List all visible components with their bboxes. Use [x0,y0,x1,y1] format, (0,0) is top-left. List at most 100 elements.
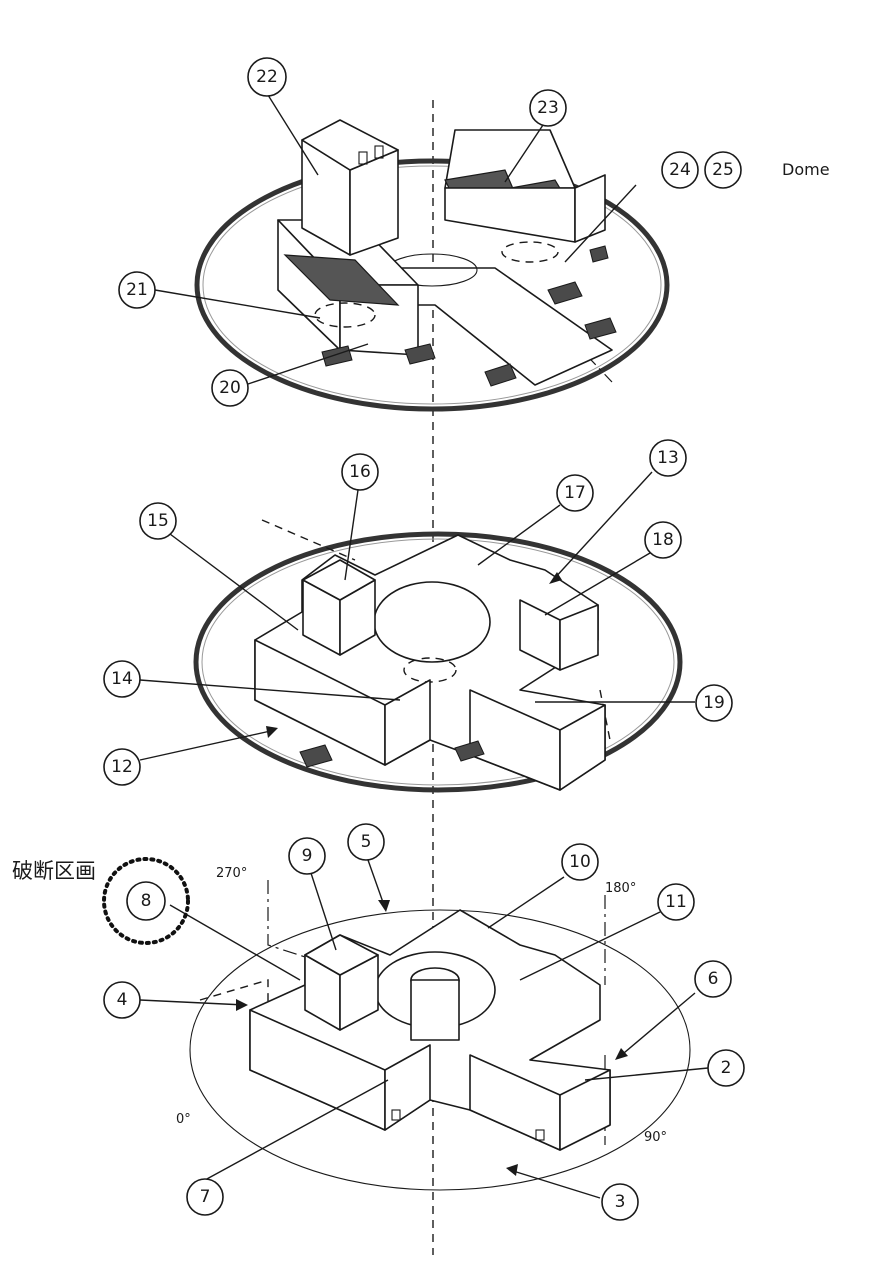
block-23-side [574,174,606,243]
callout-20: 20 [211,369,249,407]
tower-22-window-1 [358,151,368,165]
leader-8 [169,904,301,981]
middle-pad [454,740,485,762]
callout-14: 14 [103,660,141,698]
svg-text:23: 23 [537,98,559,118]
arrowhead-3 [506,1164,518,1176]
block-23-dash-oval [501,241,559,263]
leader-11 [519,911,661,981]
callout-4: 4 [103,981,141,1019]
leader-4 [139,999,246,1006]
dome-level-ring [194,158,670,412]
callout-3: 3 [601,1183,639,1221]
angle-90-label: 90° [644,1130,667,1145]
notch [535,1129,545,1141]
middle-front-mid [384,679,431,766]
leader-9 [309,869,337,951]
dome-pad [589,245,609,263]
callout-21: 21 [118,271,156,309]
callout-25: 25 [704,151,742,189]
svg-text:25: 25 [712,160,734,180]
callout-22: 22 [247,57,287,97]
dome-pad [584,317,617,340]
middle-pad [299,744,333,768]
callout-16: 16 [341,453,379,491]
angle-180-label: 180° [605,881,636,896]
callout-8: 8 [126,881,166,921]
svg-text:13: 13 [657,448,679,468]
arrowhead-5 [378,900,390,912]
leader-23 [504,121,546,183]
svg-text:3: 3 [615,1192,626,1212]
svg-text:9: 9 [302,846,313,866]
svg-text:5: 5 [361,832,372,852]
leader-24 [564,184,637,263]
leader-16 [344,489,359,581]
bottom-center-cylinder-body [410,979,460,1041]
leader-2 [584,1067,709,1081]
svg-text:6: 6 [708,969,719,989]
callout-23: 23 [529,89,567,127]
angle-0-label: 0° [176,1112,191,1127]
callout-17: 17 [556,474,594,512]
callout-24: 24 [661,151,699,189]
dome-label: Dome [782,160,830,179]
broken-section-label: 破断区画 [12,859,96,883]
leader-13 [552,471,653,581]
tower-22-top [301,119,399,171]
leader-20 [247,343,369,385]
block-9-top [304,934,379,976]
leader-7 [204,1079,389,1181]
callout-5: 5 [347,823,385,861]
dome-level-ring-inner [202,165,662,405]
leader-14 [139,679,401,701]
dome-pad [404,343,436,365]
svg-text:18: 18 [652,530,674,550]
svg-text:11: 11 [665,892,687,912]
leader-15 [169,533,299,631]
leader-6 [617,992,696,1059]
svg-text:10: 10 [569,852,591,872]
svg-text:19: 19 [703,693,725,713]
svg-text:24: 24 [669,160,691,180]
leader-3 [509,1169,601,1199]
callout-6: 6 [694,960,732,998]
callout-19: 19 [695,684,733,722]
middle-plan-line [261,519,356,561]
block-16-top [302,559,376,601]
svg-text:8: 8 [141,891,152,911]
dome-pad [484,363,517,387]
svg-text:16: 16 [349,462,371,482]
bottom-front-mid [384,1044,431,1131]
svg-text:14: 14 [111,669,133,689]
middle-plan-line [599,689,611,741]
angle-line-0 [199,979,269,1020]
callout-13: 13 [649,439,687,477]
callout-11: 11 [657,883,695,921]
leader-21 [154,289,321,319]
bottom-side-right [559,1069,611,1151]
arrowhead-4 [236,999,248,1011]
middle-level [193,519,683,793]
dome-pad [547,281,583,305]
leader-10 [487,876,565,929]
callout-10: 10 [561,843,599,881]
callout-15: 15 [139,502,177,540]
svg-text:12: 12 [111,757,133,777]
middle-level-ring-inner [201,538,675,786]
callout-leaders [139,94,709,1199]
arrowhead-6 [615,1048,628,1060]
callout-2: 2 [707,1049,745,1087]
block-21-dash-oval [314,302,376,328]
bottom-level [189,880,691,1191]
svg-text:2: 2 [721,1058,732,1078]
callout-12: 12 [103,748,141,786]
svg-text:17: 17 [564,483,586,503]
arrowhead-12 [266,726,278,738]
middle-side-right [559,704,606,791]
callout-9: 9 [288,837,326,875]
block-23-front [444,187,576,243]
svg-text:7: 7 [200,1187,211,1207]
callout-7: 7 [186,1178,224,1216]
svg-text:20: 20 [219,378,241,398]
